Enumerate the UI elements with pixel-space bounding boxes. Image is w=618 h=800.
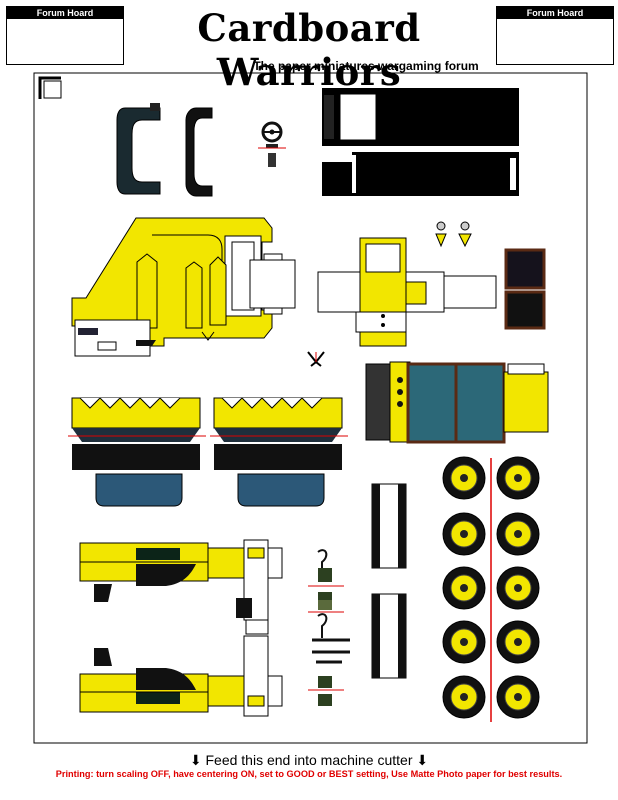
headlight-parts [435,221,472,248]
accessory-parts [308,549,350,706]
forum-hoard-box-left: Forum Hoard [6,6,124,65]
forum-hoard-box-right: Forum Hoard [496,6,614,65]
side-panel-bottom [79,635,283,717]
side-panel-top [79,539,283,635]
feed-instruction: ⬇ Feed this end into machine cutter ⬇ [0,752,618,769]
registration-corner-mark [38,76,61,99]
printing-instructions: Printing: turn scaling OFF, have centeri… [55,769,563,779]
registration-square [43,80,62,99]
fender-right [210,397,348,507]
feed-text: Feed this end into machine cutter [205,752,413,768]
forum-hoard-label-left: Forum Hoard [7,7,123,19]
roof-glass-panel [365,361,549,444]
wheel-set [442,456,540,722]
yellow-body-net [71,217,296,357]
page-subtitle: The paper miniatures wargaming forum [253,59,479,73]
fender-left [68,397,206,507]
page-title: Cardboard Warriors [197,6,421,94]
tire-tread-parts [371,483,407,679]
seat-strip-part [322,88,519,196]
cab-net-part [317,237,497,347]
arrow-down-icon: ⬇ [189,752,202,768]
arrow-down-icon: ⬇ [416,752,429,768]
roof-frame-part [116,103,213,197]
steering-wheel-part [258,121,286,167]
window-parts [504,248,546,330]
sheet-border [33,72,588,744]
forum-hoard-label-right: Forum Hoard [497,7,613,19]
